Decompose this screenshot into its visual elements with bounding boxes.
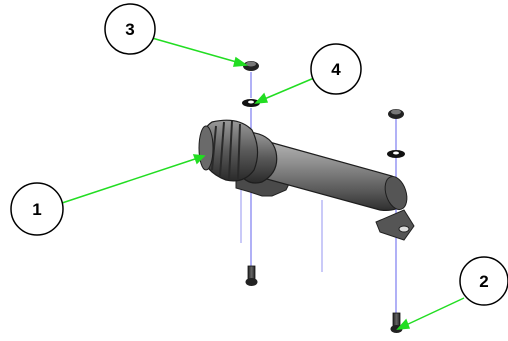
- right-mounting-foot: [375, 209, 415, 241]
- balloon-2: 2: [459, 256, 508, 306]
- balloon-1-label: 1: [32, 200, 41, 219]
- leader-lines: [61, 37, 465, 330]
- balloon-3: 3: [104, 3, 156, 55]
- knob-ribs: [211, 120, 241, 180]
- leader-line-2: [403, 297, 465, 327]
- bolt-left-part: [245, 265, 258, 286]
- balloon-3-label: 3: [125, 20, 134, 39]
- leader-line-4: [261, 77, 315, 101]
- washer-left-part: [242, 99, 260, 107]
- knob-face: [198, 125, 214, 171]
- tube-housing-part: [198, 119, 415, 241]
- right-foot-hole: [398, 225, 410, 233]
- balloon-1: 1: [10, 182, 64, 236]
- leader-line-3: [151, 37, 241, 64]
- leader-line-1: [61, 157, 199, 204]
- tube-end-cap: [384, 176, 408, 210]
- balloon-4: 4: [310, 43, 362, 95]
- bolt-right-part: [390, 312, 403, 333]
- balloon-2-label: 2: [479, 272, 488, 291]
- balloon-4-label: 4: [331, 60, 341, 79]
- nut-top-left-part: [243, 61, 259, 71]
- washer-right-part: [387, 150, 405, 158]
- nut-top-right-part: [388, 109, 404, 119]
